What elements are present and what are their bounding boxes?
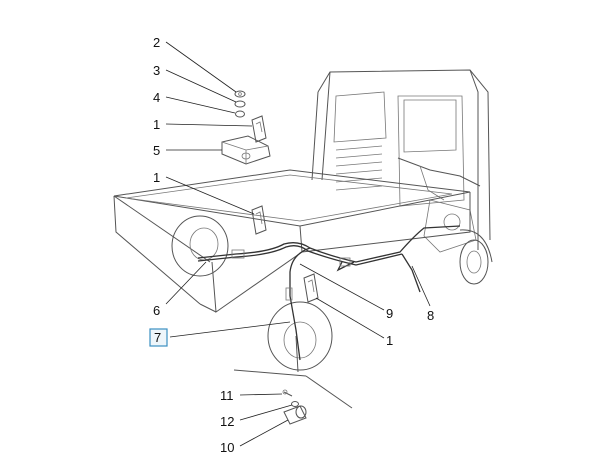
callout-7-highlight-box: [149, 328, 168, 347]
callout-1-top: 1: [153, 117, 160, 132]
callout-3: 3: [153, 63, 160, 78]
callout-10: 10: [220, 440, 234, 455]
cargo-bed: [113, 169, 471, 371]
callout-7: 7: [154, 330, 161, 345]
callout-11: 11: [220, 388, 234, 403]
callout-labels: 2 3 4 1 5 1 6 7 9 8 1 11 12 10: [149, 35, 434, 455]
clip-part-1-low: [303, 273, 319, 303]
callout-4: 4: [153, 90, 160, 105]
callout-8: 8: [427, 308, 434, 323]
callout-5: 5: [153, 143, 160, 158]
washer-nut-stack: [234, 90, 246, 118]
sensor-assembly: [233, 335, 353, 425]
bracket-part-5: [221, 135, 271, 165]
callout-6: 6: [153, 303, 160, 318]
callout-9: 9: [386, 306, 393, 321]
cable-harness: [197, 225, 461, 361]
callout-1-mid: 1: [153, 170, 160, 185]
clip-part-1-mid: [251, 205, 267, 235]
callout-12: 12: [220, 414, 234, 429]
callout-2: 2: [153, 35, 160, 50]
callout-1-low: 1: [386, 333, 393, 348]
leader-lines: [165, 41, 431, 447]
vehicle-cab: [311, 69, 493, 285]
clip-part-1-top: [251, 115, 267, 143]
